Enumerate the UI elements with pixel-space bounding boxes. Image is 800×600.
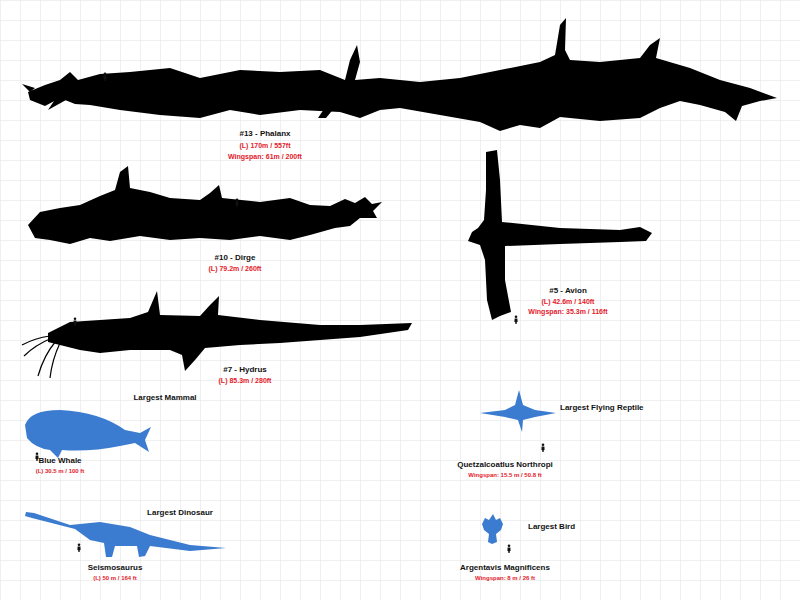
- size-measurement: (L) 42.6m / 140ft: [542, 298, 595, 305]
- seismosaurus-silhouette: [25, 512, 226, 557]
- creature-label: Blue Whale: [38, 457, 81, 465]
- creature-label: #5 - Avion: [549, 287, 587, 295]
- size-measurement: (L) 30.5 m / 100 ft: [36, 468, 85, 474]
- argentavis-silhouette: [482, 514, 503, 544]
- creature-label: #13 - Phalanx: [239, 130, 290, 138]
- creature-label: Largest Mammal: [133, 394, 196, 402]
- phalanx-silhouette: [22, 18, 777, 131]
- size-measurement: Wingspan: 15.5 m / 50.8 ft: [468, 472, 541, 478]
- creature-label: Largest Bird: [528, 523, 575, 531]
- blue-whale-silhouette: [25, 410, 151, 458]
- human-scale-figure: [507, 545, 510, 554]
- human-scale-figure: [77, 544, 80, 553]
- size-measurement: Wingspan: 8 m / 26 ft: [475, 575, 535, 581]
- size-measurement: (L) 50 m / 164 ft: [93, 575, 137, 581]
- creature-label: #7 - Hydrus: [223, 366, 267, 374]
- creature-label: Seismosaurus: [88, 564, 143, 572]
- size-measurement: Wingspan: 35.3m / 116ft: [528, 308, 607, 315]
- creature-label: Largest Flying Reptile: [560, 404, 644, 412]
- size-measurement: (L) 85.3m / 280ft: [219, 377, 272, 384]
- human-scale-figure: [73, 318, 76, 327]
- hydrus-silhouette: [22, 291, 412, 378]
- human-scale-figure: [35, 453, 38, 462]
- creature-label: Argentavis Magnificens: [460, 564, 550, 572]
- size-measurement: (L) 79.2m / 260ft: [209, 265, 262, 272]
- size-measurement: Wingspan: 61m / 200ft: [228, 153, 302, 160]
- quetzalcoatlus-silhouette: [480, 390, 556, 432]
- creature-label: Largest Dinosaur: [147, 509, 213, 517]
- creature-label: #10 - Dirge: [215, 254, 256, 262]
- creature-label: Quetzalcoatlus Northropi: [457, 461, 553, 469]
- human-scale-figure: [514, 316, 517, 325]
- human-scale-figure: [235, 199, 238, 208]
- human-scale-figure: [103, 73, 106, 82]
- size-measurement: (L) 170m / 557ft: [240, 142, 291, 149]
- dirge-silhouette: [28, 166, 382, 244]
- human-scale-figure: [541, 444, 544, 453]
- avion-silhouette: [468, 150, 652, 320]
